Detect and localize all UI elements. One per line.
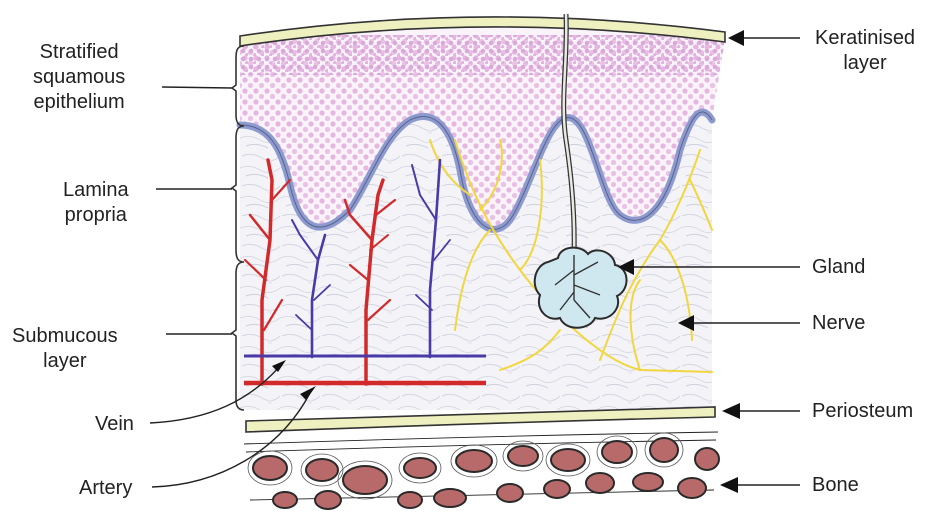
label-bone: Bone <box>812 473 859 498</box>
label-stratified-squamous-epithelium: Stratified squamous epithelium <box>33 40 125 115</box>
label-lamina-propria: Lamina propria <box>63 178 129 228</box>
label-gland: Gland <box>812 255 865 280</box>
bone-layer <box>244 432 719 512</box>
label-vein: Vein <box>95 412 134 437</box>
label-submucous-layer: Submucous layer <box>12 324 118 374</box>
periosteum-band <box>246 407 715 432</box>
label-periosteum: Periosteum <box>812 399 913 424</box>
label-nerve: Nerve <box>812 311 865 336</box>
label-artery: Artery <box>79 476 132 501</box>
label-keratinised-layer: Keratinised layer <box>815 26 915 76</box>
